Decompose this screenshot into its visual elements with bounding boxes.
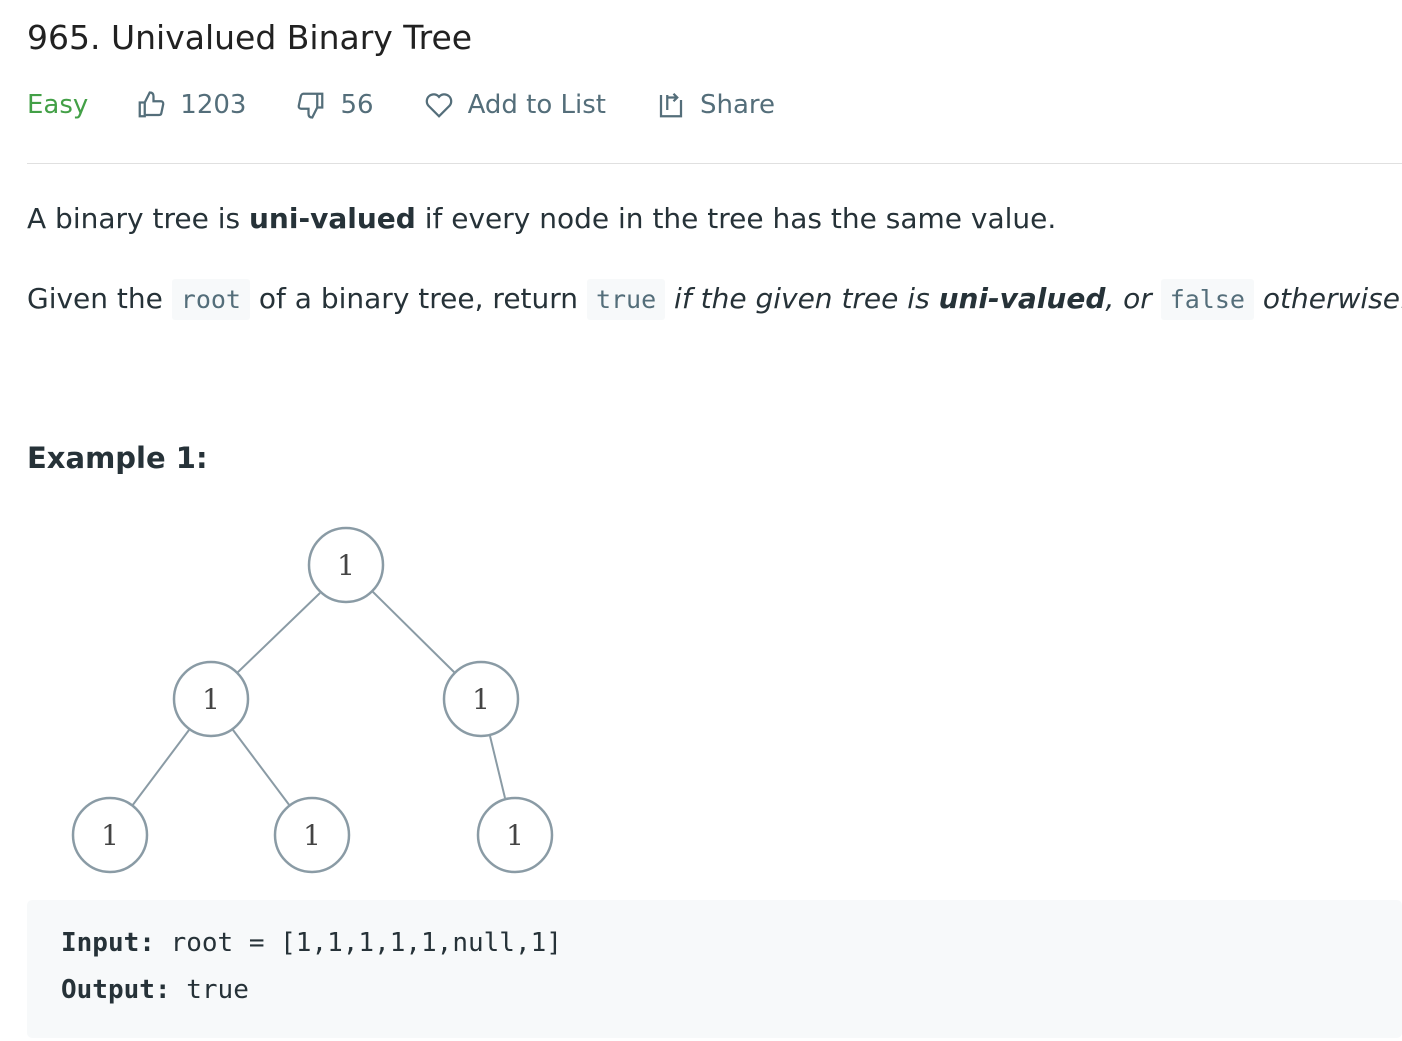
svg-text:1: 1 [202, 683, 220, 716]
example-output: Output: true [61, 975, 249, 1005]
tree-node: 1 [172, 660, 250, 738]
problem-title: 965. Univalued Binary Tree [27, 18, 473, 57]
svg-text:1: 1 [101, 819, 119, 852]
tree-diagram: 1 1 1 1 1 1 [71, 526, 554, 874]
description-paragraph-2: Given the root of a binary tree, return … [27, 279, 1402, 320]
tree-edge [131, 729, 190, 807]
svg-text:1: 1 [506, 819, 524, 852]
add-to-list-button[interactable]: Add to List [424, 90, 606, 120]
divider [27, 163, 1402, 164]
example-input: Input: root = [1,1,1,1,1,null,1] [61, 928, 562, 958]
thumbs-up-icon [138, 91, 165, 118]
like-count: 1203 [180, 90, 247, 120]
problem-meta-bar: Easy 1203 56 Add to List Share [27, 90, 825, 120]
tree-edge [489, 735, 506, 799]
heart-icon [425, 93, 452, 118]
dislike-button[interactable]: 56 [296, 90, 374, 120]
share-label: Share [699, 90, 776, 120]
thumbs-down-icon [298, 92, 324, 119]
tree-node: 1 [307, 526, 385, 604]
tree-edge [232, 729, 291, 807]
share-button[interactable]: Share [656, 90, 775, 120]
like-button[interactable]: 1203 [136, 90, 246, 120]
tree-node: 1 [71, 796, 149, 874]
dislike-count: 56 [340, 90, 374, 120]
share-icon [659, 92, 683, 118]
svg-text:1: 1 [337, 549, 355, 582]
add-to-list-label: Add to List [467, 90, 606, 120]
example-code-block: Input: root = [1,1,1,1,1,null,1] Output:… [27, 900, 1402, 1038]
tree-edge [236, 592, 321, 674]
difficulty-badge: Easy [27, 90, 89, 120]
tree-node: 1 [476, 796, 554, 874]
tree-edge [371, 590, 456, 674]
description-paragraph-1: A binary tree is uni-valued if every nod… [27, 202, 1057, 235]
svg-text:1: 1 [472, 683, 490, 716]
example-title: Example 1: [27, 441, 208, 475]
tree-node: 1 [442, 660, 520, 738]
svg-text:1: 1 [303, 819, 321, 852]
tree-node: 1 [273, 796, 351, 874]
